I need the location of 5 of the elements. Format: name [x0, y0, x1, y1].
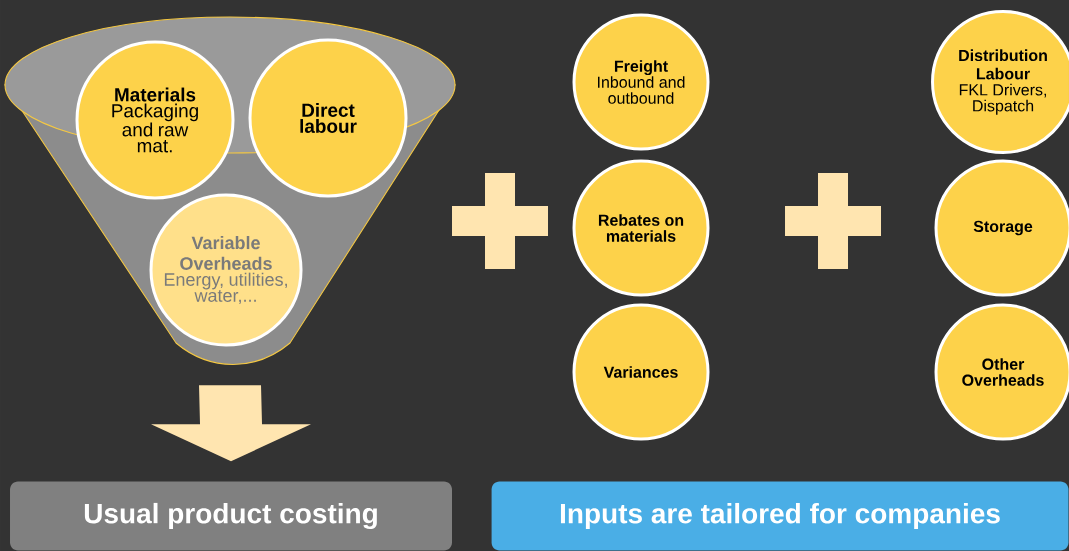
plus-sign — [452, 173, 548, 269]
plus-sign — [785, 173, 881, 269]
banner-box: Inputs are tailored for companies — [491, 481, 1069, 551]
block-arrow — [151, 385, 311, 462]
banner-box: Usual product costing — [10, 481, 452, 551]
